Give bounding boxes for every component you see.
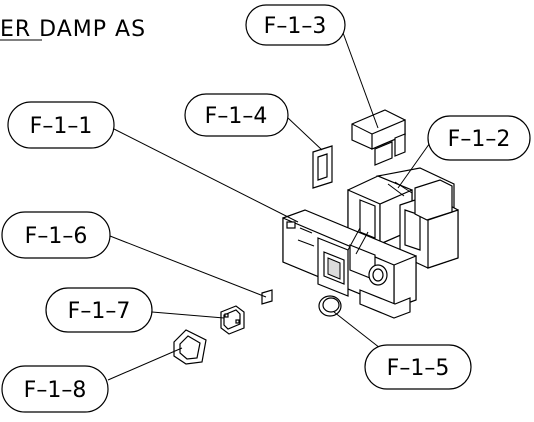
callout-f-1-4-label: F–1–4	[205, 104, 268, 129]
callout-f-1-5-label: F–1–5	[387, 356, 450, 381]
leader-f-1-7	[151, 311, 225, 319]
callout-f-1-3-label: F–1–3	[264, 14, 327, 39]
part-f-1-5-knob	[318, 295, 342, 317]
callout-f-1-1-label: F–1–1	[30, 114, 93, 139]
leader-f-1-2	[397, 139, 433, 189]
part-f-1-8-frame	[173, 329, 207, 365]
callout-f-1-2-label: F–1–2	[448, 127, 511, 152]
leader-f-1-4	[287, 117, 323, 151]
drawing-title: ER DAMP AS	[0, 17, 146, 42]
callout-f-1-1: F–1–1	[7, 101, 115, 149]
callout-f-1-8: F–1–8	[1, 365, 109, 413]
callout-f-1-3: F–1–3	[245, 4, 346, 46]
leader-f-1-5	[333, 311, 381, 349]
part-f-1-2-housing	[347, 167, 459, 269]
callout-f-1-6: F–1–6	[1, 211, 111, 259]
callout-f-1-7: F–1–7	[45, 287, 153, 333]
part-f-1-6-pad	[261, 289, 273, 305]
leader-f-1-1	[111, 127, 299, 223]
callout-f-1-8-label: F–1–8	[24, 378, 87, 403]
leader-f-1-6	[109, 235, 267, 298]
part-f-1-7-bracket	[220, 305, 245, 335]
callout-f-1-2: F–1–2	[427, 115, 531, 161]
callout-f-1-4: F–1–4	[184, 93, 289, 137]
part-f-1-4-gasket	[312, 145, 333, 189]
leader-lines	[107, 29, 433, 381]
callout-f-1-6-label: F–1–6	[25, 224, 88, 249]
leader-f-1-3	[341, 29, 379, 129]
leader-f-1-8	[107, 347, 183, 381]
part-f-1-1-main-plate	[282, 209, 417, 319]
callout-f-1-7-label: F–1–7	[68, 299, 131, 324]
part-f-1-3-bracket	[351, 109, 406, 166]
callout-f-1-5: F–1–5	[364, 344, 472, 390]
